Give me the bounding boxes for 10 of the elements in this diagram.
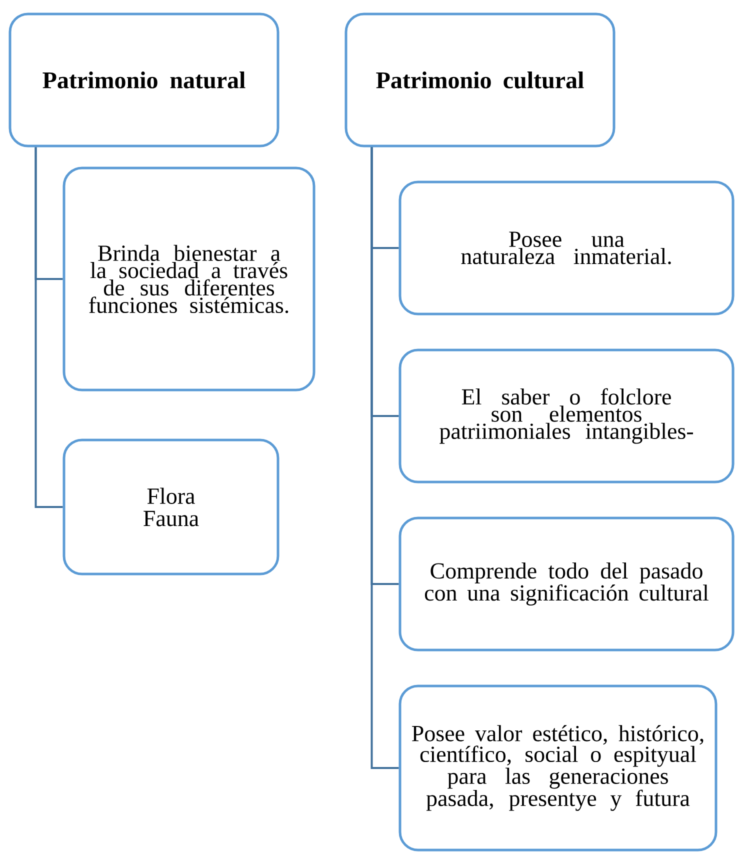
item-box: Brinda bienestar a la sociedad a través de sus diferentes funciones sistémicas.	[62, 166, 316, 392]
item-box: Posee una naturaleza inmaterial.	[398, 180, 734, 316]
heading-box: Patrimonio cultural	[344, 12, 616, 148]
item-box: Posee valor estético, histórico, científico, social o espityual para las generaciones pasada, presentye y futura	[398, 684, 718, 852]
item-box: El saber o folclore son elementos patriimoniales intangibles-	[398, 348, 734, 484]
heading-box: Patrimonio natural	[8, 12, 280, 148]
item-box: Flora Fauna	[62, 438, 280, 576]
connector-line	[34, 147, 63, 508]
connector-line	[370, 147, 399, 769]
item-box: Comprende todo del pasado con una significación cultural	[398, 516, 734, 652]
